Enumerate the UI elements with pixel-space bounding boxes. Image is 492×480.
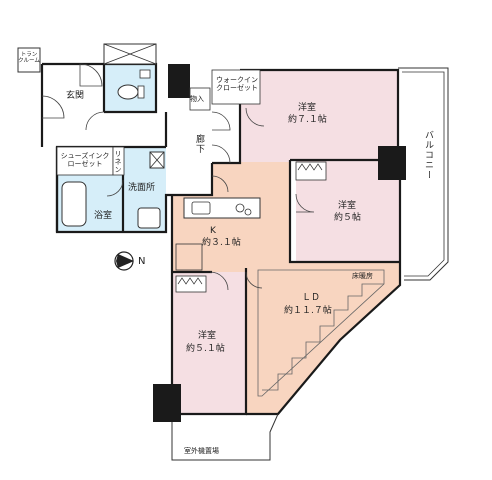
floor-heating-steps [262,283,384,391]
linen-label: リネン [114,150,122,174]
living-dining-name: ＬＤ [302,293,321,303]
trunk-room-outline [17,47,41,73]
walls [40,62,402,416]
outdoor-unit-outline [171,413,279,461]
compass-label: N [138,256,146,267]
living-dining-size: 約１１.７帖 [284,306,332,316]
kitchen-name: K [210,226,216,236]
balcony-outline [398,67,449,281]
storage-label: 物入 [190,95,204,103]
western-room-1-name: 洋室 [298,103,317,113]
door-swings [41,63,315,291]
bathroom-label: 浴室 [94,211,113,221]
floor-heating-area [257,269,385,397]
closet-room2 [295,161,327,181]
western-room-3-name: 洋室 [198,331,217,341]
fridge-space [175,243,203,271]
entrance-label: 玄関 [66,91,85,101]
toilet-icon [117,84,139,100]
wash-basin-icon [137,207,161,229]
corridor-label: 廊下 [194,134,204,154]
sink-icon [191,201,211,215]
closet-room3 [175,275,207,293]
trunk-room-label: トランクルーム [18,52,40,64]
walk-in-closet-box [211,69,261,105]
compass-arrow [116,254,134,261]
western-room-1-size: 約７.１帖 [288,115,327,125]
balcony-inner [402,71,445,277]
balcony-label: バルコニー [423,130,433,180]
western-room-3-size: 約５.１帖 [186,344,225,354]
column-3 [153,384,181,422]
bathtub-icon [61,181,87,227]
walk-in-closet-label: ウォークインクローゼット [216,76,258,92]
western-room-2-size: 約５帖 [334,213,362,223]
column-2 [378,146,406,180]
column-1 [168,64,190,98]
shoes-in-closet-label: シューズインクローゼット [60,152,110,168]
linen-box [112,146,125,176]
outdoor-unit-label: 室外機置場 [184,447,219,455]
washroom-label: 洗面所 [128,183,156,193]
western-room-2-floor [296,160,400,262]
shoes-closet-box [56,146,114,176]
kitchen-size: 約３.１帖 [202,238,241,248]
western-room-1-floor [240,70,398,163]
western-room-2-name: 洋室 [338,201,357,211]
floor-heating-label: 床暖房 [352,272,373,280]
western-room-3-floor [172,272,246,414]
stove-icon [235,203,245,213]
storage-closet [189,87,211,111]
living-dining-floor [212,162,400,414]
